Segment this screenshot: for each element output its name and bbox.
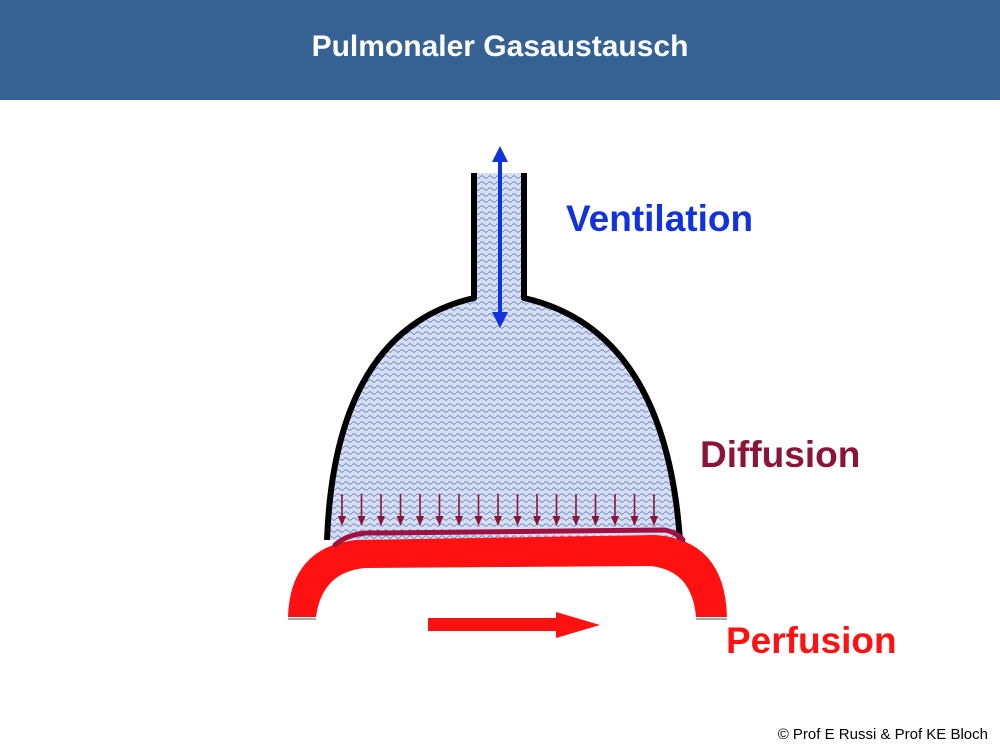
diffusion-arrow-icon bbox=[494, 494, 502, 526]
diffusion-arrow-icon bbox=[416, 494, 424, 526]
diffusion-arrow-icon bbox=[533, 494, 541, 526]
copyright-notice: © Prof E Russi & Prof KE Bloch bbox=[777, 726, 988, 743]
diffusion-arrow-icon bbox=[572, 494, 580, 526]
diffusion-arrow-icon bbox=[474, 494, 483, 526]
diffusion-arrow-icon bbox=[552, 494, 561, 526]
perfusion-arrow-icon bbox=[428, 612, 600, 638]
diffusion-arrow-icon bbox=[357, 494, 366, 526]
diffusion-arrow-icon bbox=[396, 494, 405, 526]
capillary-wall bbox=[332, 527, 686, 548]
diffusion-arrow-icon bbox=[435, 494, 444, 526]
capillary-vessel bbox=[288, 535, 727, 617]
diffusion-arrow-icon bbox=[513, 494, 522, 526]
ventilation-double-arrow-icon bbox=[492, 146, 508, 328]
diffusion-arrow-icon bbox=[630, 494, 639, 526]
diffusion-label: Diffusion bbox=[700, 434, 861, 475]
diffusion-arrow-icon bbox=[455, 494, 463, 526]
diffusion-arrow-icon bbox=[650, 494, 658, 526]
page-title: Pulmonaler Gasaustausch bbox=[311, 30, 689, 63]
diffusion-arrow-icon bbox=[611, 494, 619, 526]
perfusion-label: Perfusion bbox=[726, 620, 897, 661]
diffusion-arrows bbox=[338, 494, 658, 526]
diffusion-arrow-icon bbox=[591, 494, 600, 526]
header-bar: Pulmonaler Gasaustausch bbox=[0, 0, 1000, 100]
ventilation-label: Ventilation bbox=[566, 198, 754, 239]
diffusion-arrow-icon bbox=[338, 494, 346, 526]
diffusion-arrow-icon bbox=[377, 494, 385, 526]
alveolus-outline bbox=[324, 173, 683, 541]
